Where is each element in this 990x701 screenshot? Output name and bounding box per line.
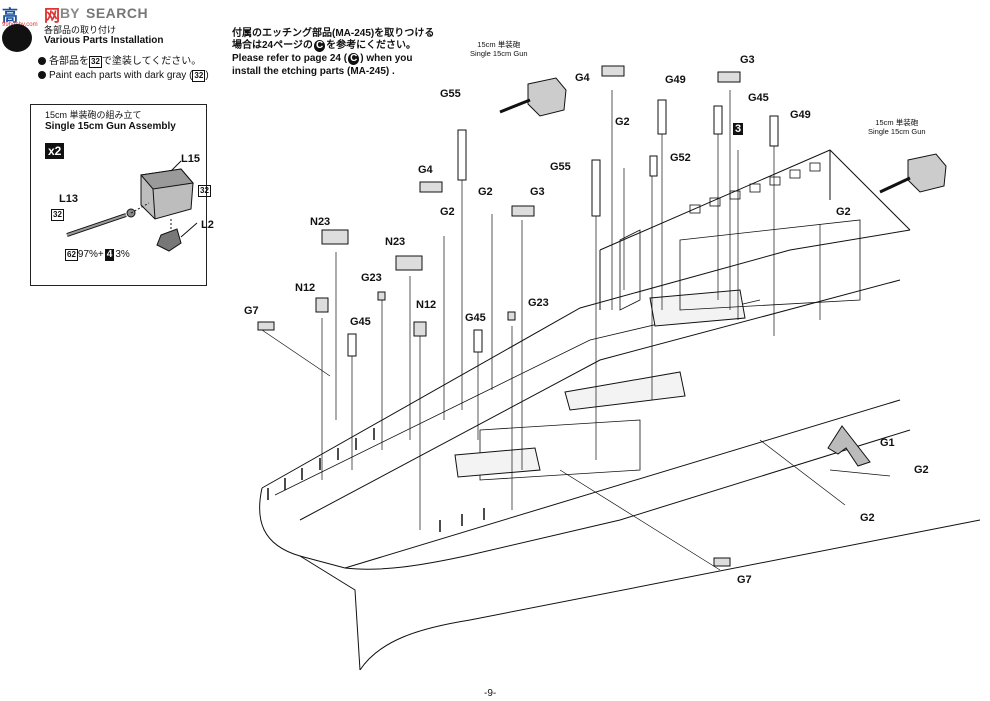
bullet-icon — [38, 57, 46, 65]
part-label-n23-b: N23 — [385, 236, 406, 248]
part-label-g55-right: G55 — [550, 161, 571, 173]
quantity-badge: x2 — [45, 143, 65, 159]
part-label-g3-left: G3 — [530, 186, 545, 198]
etching-note-jp-1: 付属のエッチング部品(MA-245)を取りつける — [232, 28, 435, 39]
assembly-title-en: Single 15cm Gun Assembly — [45, 121, 176, 132]
step-title-en: Various Parts Installation — [44, 35, 164, 46]
part-label-g2-mid: G2 — [615, 116, 630, 128]
step-title-jp: 各部品の取り付け — [44, 25, 117, 35]
paint-num-right: 32 — [198, 185, 211, 197]
part-label-g2-a: G2 — [478, 186, 493, 198]
gun-assembly-box: 15cm 単装砲の組み立て Single 15cm Gun Assembly x… — [30, 104, 214, 286]
part-label-g45-b: G45 — [465, 312, 486, 324]
part-label-g2-b: G2 — [440, 206, 455, 218]
paint-num-left: 32 — [51, 209, 64, 221]
bullet-icon — [38, 71, 46, 79]
part-label-g3-top: G3 — [740, 54, 755, 66]
part-label-g4-left: G4 — [418, 164, 433, 176]
part-label-l13: L13 — [59, 193, 78, 205]
step-badge — [2, 24, 32, 52]
assembly-title-jp: 15cm 単装砲の組み立て — [45, 110, 142, 120]
watermark-char-right: 网 — [44, 8, 61, 25]
part-label-g1: G1 — [880, 437, 895, 449]
watermark-char-by: BY — [60, 5, 80, 21]
part-label-g2-right: G2 — [836, 206, 851, 218]
part-label-g2-lower: G2 — [860, 512, 875, 524]
paint-badge-3: 3 — [733, 123, 744, 135]
part-label-l2: L2 — [201, 219, 214, 231]
page-number: -9- — [484, 688, 497, 699]
part-label-n23-a: N23 — [310, 216, 331, 228]
part-label-g7-left: G7 — [244, 305, 259, 317]
part-label-g45-top: G45 — [748, 92, 769, 104]
etching-note-en-1: Please refer to page 24 (C) when you — [232, 53, 413, 65]
part-label-n12-a: N12 — [295, 282, 316, 294]
part-label-g52: G52 — [670, 152, 691, 164]
part-label-g49-left: G49 — [665, 74, 686, 86]
part-label-n12-b: N12 — [416, 299, 437, 311]
gun-assembly-drawing — [66, 160, 198, 252]
part-label-g23-a: G23 — [361, 272, 382, 284]
watermark-search: SEARCH — [86, 5, 149, 21]
part-label-g49-right: G49 — [790, 109, 811, 121]
part-label-g55-left: G55 — [440, 88, 461, 100]
etching-note-en-2: install the etching parts (MA-245) . — [232, 66, 395, 77]
paint-note-en: Paint each parts with dark gray (32) — [38, 70, 209, 82]
part-label-g7-lower: G7 — [737, 574, 752, 586]
part-label-l15: L15 — [181, 153, 200, 165]
part-label-g4-top: G4 — [575, 72, 590, 84]
watermark-char-left: 高 — [2, 8, 19, 25]
part-label-g23-b: G23 — [528, 297, 549, 309]
part-label-g2-lower-right: G2 — [914, 464, 929, 476]
part-label-g45-a: G45 — [350, 316, 371, 328]
